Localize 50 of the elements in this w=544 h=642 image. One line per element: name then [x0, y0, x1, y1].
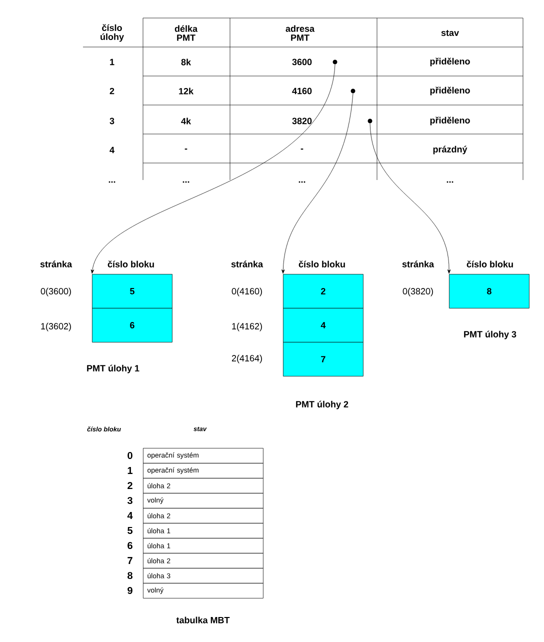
page-label: 0(3820): [402, 288, 433, 296]
table-text: přiděleno: [430, 58, 470, 66]
table-text: ...: [298, 181, 306, 183]
block-cell: 4: [283, 308, 364, 342]
arrow: [282, 93, 354, 274]
block-number: 3: [127, 496, 132, 504]
table-text: prázdný: [433, 146, 468, 154]
page-label: 0(3600): [40, 288, 71, 296]
column-header: číslo úlohy: [100, 24, 124, 42]
table-text: 4k: [181, 118, 192, 124]
page-label: 1(4162): [232, 322, 262, 332]
block-number: 2: [128, 482, 132, 489]
table-text: 3600: [292, 58, 312, 66]
table-text: 3: [110, 118, 114, 124]
table-text: 2: [110, 88, 114, 94]
block-cell: 7: [283, 342, 364, 376]
page-label: 1(3602): [41, 322, 71, 332]
block-number: 4: [127, 512, 133, 519]
table-text: stav: [441, 30, 459, 36]
table-text: 1: [110, 58, 114, 66]
block-cell: 5: [92, 274, 172, 308]
table-text: -: [184, 148, 188, 150]
table-text: 12k: [179, 88, 194, 94]
block-number: 1: [128, 467, 132, 474]
page-label: 0(4160): [232, 288, 262, 296]
page-label: 2(4164): [232, 354, 262, 364]
column-header: délka PMT: [174, 25, 198, 41]
block-cell: 8: [449, 274, 530, 308]
table-text: 4160: [292, 88, 312, 94]
table-text: 3820: [292, 118, 312, 124]
arrow: [370, 123, 451, 274]
block-cell: 6: [92, 308, 172, 342]
block-number: 8: [128, 572, 132, 580]
table-text: 8k: [181, 58, 192, 66]
block-number: 5: [128, 527, 132, 534]
block-number: 6: [128, 542, 132, 550]
table-text: přiděleno: [430, 116, 470, 126]
table-text: ...: [182, 181, 190, 183]
table-caption: tabulka MBT: [176, 616, 230, 624]
table-text: ...: [108, 181, 116, 183]
block-number: 9: [128, 586, 132, 594]
table-text: -: [300, 148, 304, 150]
table-caption: PMT úlohy 3: [464, 330, 516, 340]
block-cell: 2: [283, 274, 364, 308]
table-text: přiděleno: [430, 86, 470, 96]
table-text: ...: [446, 181, 454, 183]
table-text: 4: [110, 146, 114, 154]
block-number: 7: [128, 557, 132, 564]
arrow: [90, 64, 336, 274]
block-number: 0: [128, 452, 132, 460]
